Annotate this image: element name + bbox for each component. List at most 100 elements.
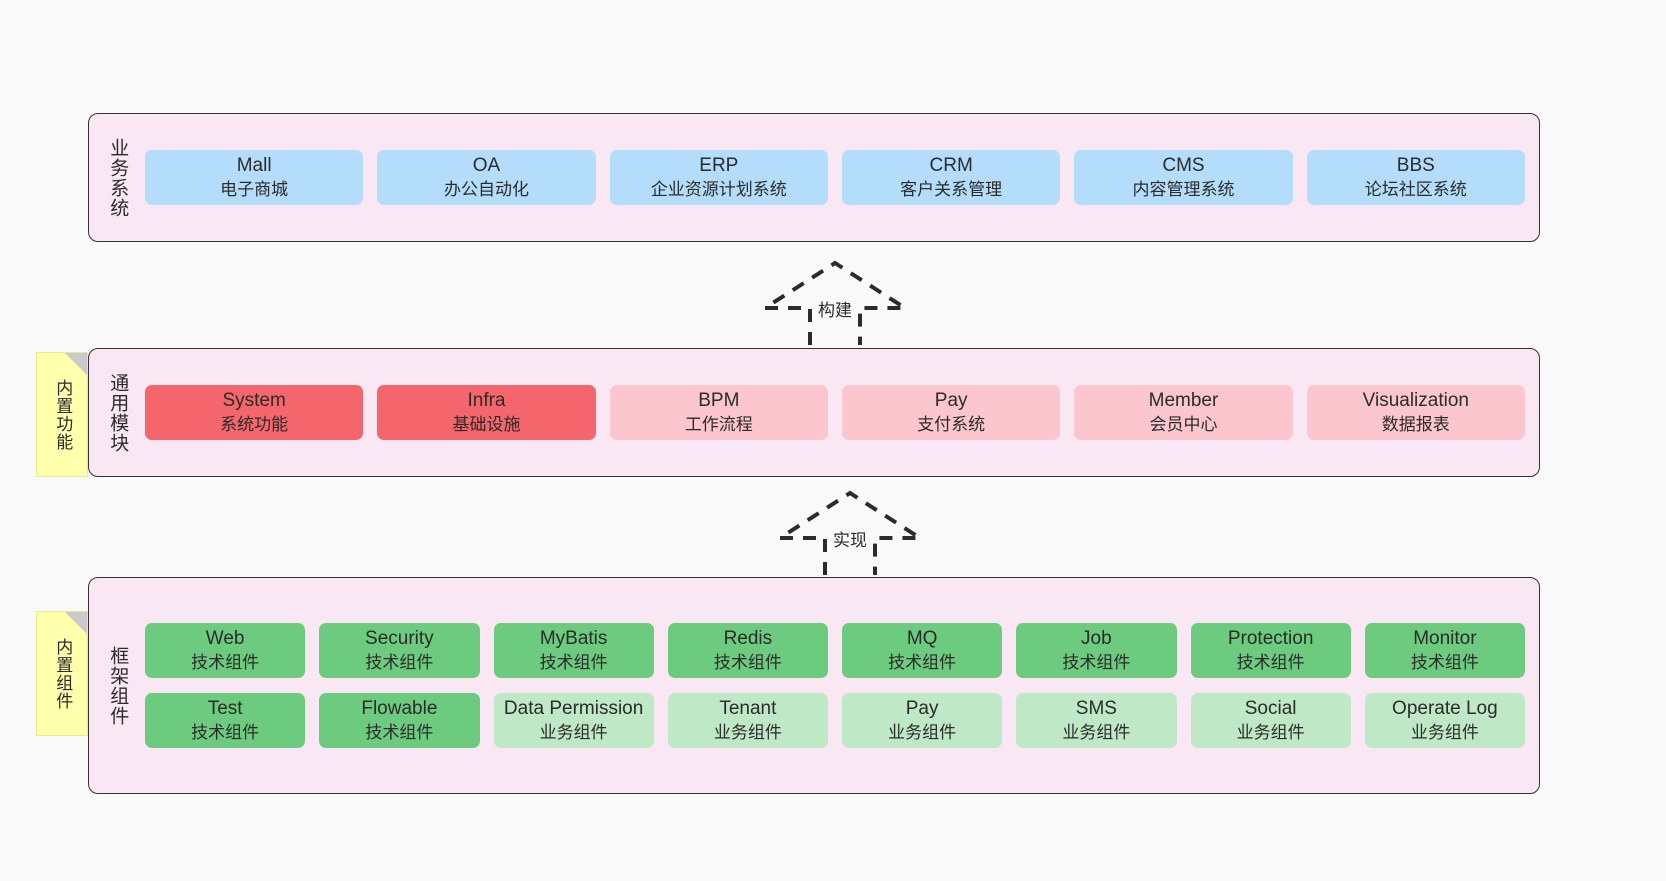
card-subtitle: 论坛社区系统 <box>1364 179 1467 199</box>
layer-body-common: System 系统功能 Infra 基础设施 BPM 工作流程 Pay 支付系统… <box>145 349 1539 476</box>
card-data-permission[interactable]: Data Permission 业务组件 <box>493 693 654 748</box>
card-subtitle: 支付系统 <box>917 414 986 434</box>
card-title: Protection <box>1227 628 1314 650</box>
card-visualization[interactable]: Visualization 数据报表 <box>1306 385 1525 440</box>
card-title: MQ <box>906 628 938 650</box>
card-subtitle: 技术组件 <box>1236 652 1305 672</box>
folded-corner-icon <box>65 612 87 634</box>
build-arrow: 构建 <box>755 260 915 345</box>
card-subtitle: 技术组件 <box>365 652 434 672</box>
dashed-arrow-up-icon <box>773 490 927 575</box>
card-subtitle: 业务组件 <box>1410 722 1479 742</box>
layer-common-modules: 通用模块 System 系统功能 Infra 基础设施 BPM 工作流程 Pay… <box>88 348 1540 477</box>
card-title: Visualization <box>1362 390 1469 412</box>
card-subtitle: 技术组件 <box>1410 652 1479 672</box>
note-builtin-components: 内置组件 <box>36 611 88 736</box>
note-builtin-features: 内置功能 <box>36 352 88 477</box>
layer-title-business: 业务系统 <box>107 137 129 218</box>
card-title: Test <box>207 698 243 719</box>
card-subtitle: 会员中心 <box>1149 414 1218 434</box>
card-subtitle: 技术组件 <box>713 652 782 672</box>
card-title: Pay <box>934 390 968 412</box>
layer-body-framework: Web 技术组件 Security 技术组件 MyBatis 技术组件 Redi… <box>145 578 1539 793</box>
card-title: Infra <box>467 390 506 412</box>
card-subtitle: 业务组件 <box>713 722 782 742</box>
card-web[interactable]: Web 技术组件 <box>145 623 306 678</box>
card-title: Web <box>205 628 245 650</box>
card-subtitle: 技术组件 <box>1062 652 1131 672</box>
card-title: CMS <box>1162 155 1205 177</box>
card-bpm[interactable]: BPM 工作流程 <box>609 385 828 440</box>
card-title: Social <box>1244 698 1297 719</box>
card-title: OA <box>472 155 501 177</box>
card-title: ERP <box>699 155 739 177</box>
card-security[interactable]: Security 技术组件 <box>319 623 480 678</box>
card-social[interactable]: Social 业务组件 <box>1190 693 1351 748</box>
card-title: CRM <box>929 155 973 177</box>
card-subtitle: 电子商城 <box>220 179 289 199</box>
card-subtitle: 业务组件 <box>888 722 957 742</box>
card-row: System 系统功能 Infra 基础设施 BPM 工作流程 Pay 支付系统… <box>145 385 1525 440</box>
card-erp[interactable]: ERP 企业资源计划系统 <box>609 150 828 205</box>
card-title: Monitor <box>1413 628 1477 650</box>
card-title: Member <box>1148 390 1219 412</box>
card-subtitle: 系统功能 <box>220 414 289 434</box>
card-title: Pay <box>905 698 939 719</box>
note-text: 内置组件 <box>53 637 73 710</box>
card-subtitle: 数据报表 <box>1381 414 1450 434</box>
card-crm[interactable]: CRM 客户关系管理 <box>841 150 1061 205</box>
card-subtitle: 技术组件 <box>888 652 957 672</box>
card-pay-business[interactable]: Pay 业务组件 <box>842 693 1003 748</box>
card-row: Web 技术组件 Security 技术组件 MyBatis 技术组件 Redi… <box>145 623 1525 678</box>
card-title: BPM <box>698 390 740 412</box>
card-system[interactable]: System 系统功能 <box>145 385 364 440</box>
card-subtitle: 企业资源计划系统 <box>650 179 787 199</box>
card-title: Operate Log <box>1392 698 1498 719</box>
card-subtitle: 内容管理系统 <box>1132 179 1235 199</box>
card-mybatis[interactable]: MyBatis 技术组件 <box>493 623 654 678</box>
card-monitor[interactable]: Monitor 技术组件 <box>1364 623 1525 678</box>
card-bbs[interactable]: BBS 论坛社区系统 <box>1306 150 1525 205</box>
card-redis[interactable]: Redis 技术组件 <box>667 623 828 678</box>
card-subtitle: 业务组件 <box>1062 722 1131 742</box>
layer-business-systems: 业务系统 Mall 电子商城 OA 办公自动化 ERP 企业资源计划系统 CRM… <box>88 113 1540 242</box>
card-subtitle: 技术组件 <box>539 652 608 672</box>
card-protection[interactable]: Protection 技术组件 <box>1190 623 1351 678</box>
card-title: SMS <box>1075 698 1117 719</box>
card-mall[interactable]: Mall 电子商城 <box>145 150 364 205</box>
card-mq[interactable]: MQ 技术组件 <box>842 623 1003 678</box>
card-member[interactable]: Member 会员中心 <box>1074 385 1293 440</box>
card-title: Redis <box>723 628 773 650</box>
card-title: Job <box>1081 628 1112 650</box>
layer-title-framework: 框架组件 <box>107 645 129 726</box>
card-oa[interactable]: OA 办公自动化 <box>377 150 596 205</box>
card-flowable[interactable]: Flowable 技术组件 <box>319 693 480 748</box>
card-pay[interactable]: Pay 支付系统 <box>841 385 1061 440</box>
card-job[interactable]: Job 技术组件 <box>1016 623 1177 678</box>
layer-title-common: 通用模块 <box>107 372 129 453</box>
card-title: Mall <box>236 155 272 177</box>
card-infra[interactable]: Infra 基础设施 <box>377 385 596 440</box>
card-title: System <box>222 390 286 412</box>
card-operate-log[interactable]: Operate Log 业务组件 <box>1364 693 1525 748</box>
card-subtitle: 业务组件 <box>1236 722 1305 742</box>
card-subtitle: 业务组件 <box>539 722 608 742</box>
card-cms[interactable]: CMS 内容管理系统 <box>1074 150 1293 205</box>
layer-framework-components: 框架组件 Web 技术组件 Security 技术组件 MyBatis 技术组件… <box>88 577 1540 794</box>
note-text: 内置功能 <box>53 378 73 451</box>
dashed-arrow-up-icon <box>758 260 912 345</box>
folded-corner-icon <box>65 353 87 375</box>
card-sms[interactable]: SMS 业务组件 <box>1016 693 1177 748</box>
card-title: Security <box>365 628 434 650</box>
card-subtitle: 办公自动化 <box>443 179 529 199</box>
card-subtitle: 客户关系管理 <box>900 179 1003 199</box>
card-tenant[interactable]: Tenant 业务组件 <box>667 693 828 748</box>
card-subtitle: 基础设施 <box>452 414 521 434</box>
card-test[interactable]: Test 技术组件 <box>145 693 306 748</box>
card-subtitle: 技术组件 <box>191 652 260 672</box>
card-title: Data Permission <box>503 698 644 719</box>
card-title: Flowable <box>361 698 438 719</box>
card-row: Test 技术组件 Flowable 技术组件 Data Permission … <box>145 693 1525 748</box>
card-subtitle: 工作流程 <box>684 414 753 434</box>
